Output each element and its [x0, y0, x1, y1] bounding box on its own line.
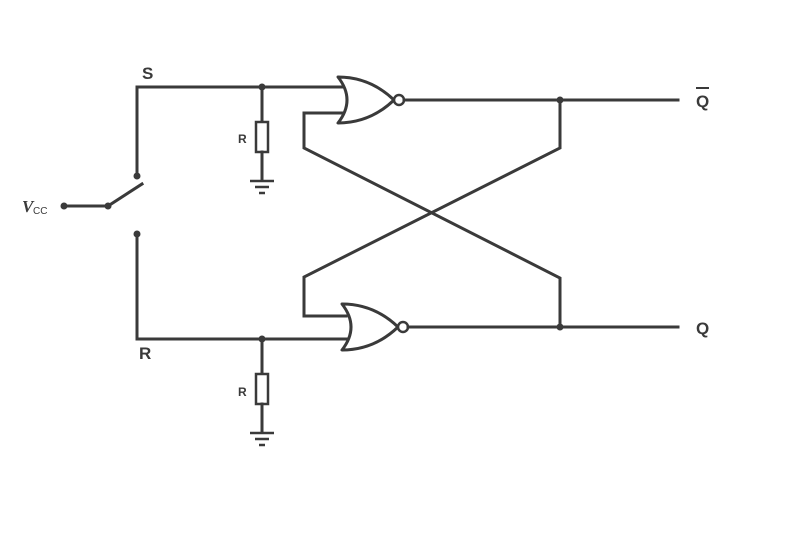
r-line: R	[135, 232, 348, 363]
nor-gate-bottom	[340, 302, 680, 352]
output-labels: Q Q	[696, 87, 709, 338]
resistor-bottom: R	[238, 337, 274, 447]
vcc-source: V CC	[22, 197, 68, 217]
nor-gate-icon	[340, 302, 400, 352]
feedback-network	[302, 98, 562, 329]
resistor-top: R	[238, 85, 274, 195]
feedback-wire-q-to-top-gate	[302, 111, 562, 329]
resistor-icon	[254, 120, 270, 154]
vcc-label: V	[22, 197, 35, 216]
s-line: S	[135, 64, 344, 178]
ground-icon	[250, 431, 274, 447]
nor-gate-top	[336, 75, 680, 125]
vcc-subscript: CC	[33, 206, 47, 217]
feedback-wire-qbar-to-bottom-gate	[302, 98, 562, 318]
nor-gate-icon	[336, 75, 396, 125]
r-wire	[135, 232, 348, 341]
q-bar-label: Q	[696, 92, 709, 111]
resistor-bottom-label: R	[238, 385, 247, 399]
resistor-icon	[254, 372, 270, 406]
ground-icon	[250, 179, 274, 195]
q-label: Q	[696, 319, 709, 338]
r-label: R	[139, 344, 151, 363]
spdt-switch-icon	[62, 172, 145, 238]
switch-blade	[105, 181, 145, 209]
resistor-top-label: R	[238, 132, 247, 146]
qbar-junction	[556, 96, 564, 104]
s-wire	[135, 85, 344, 178]
s-label: S	[142, 64, 153, 83]
q-junction	[556, 323, 564, 331]
